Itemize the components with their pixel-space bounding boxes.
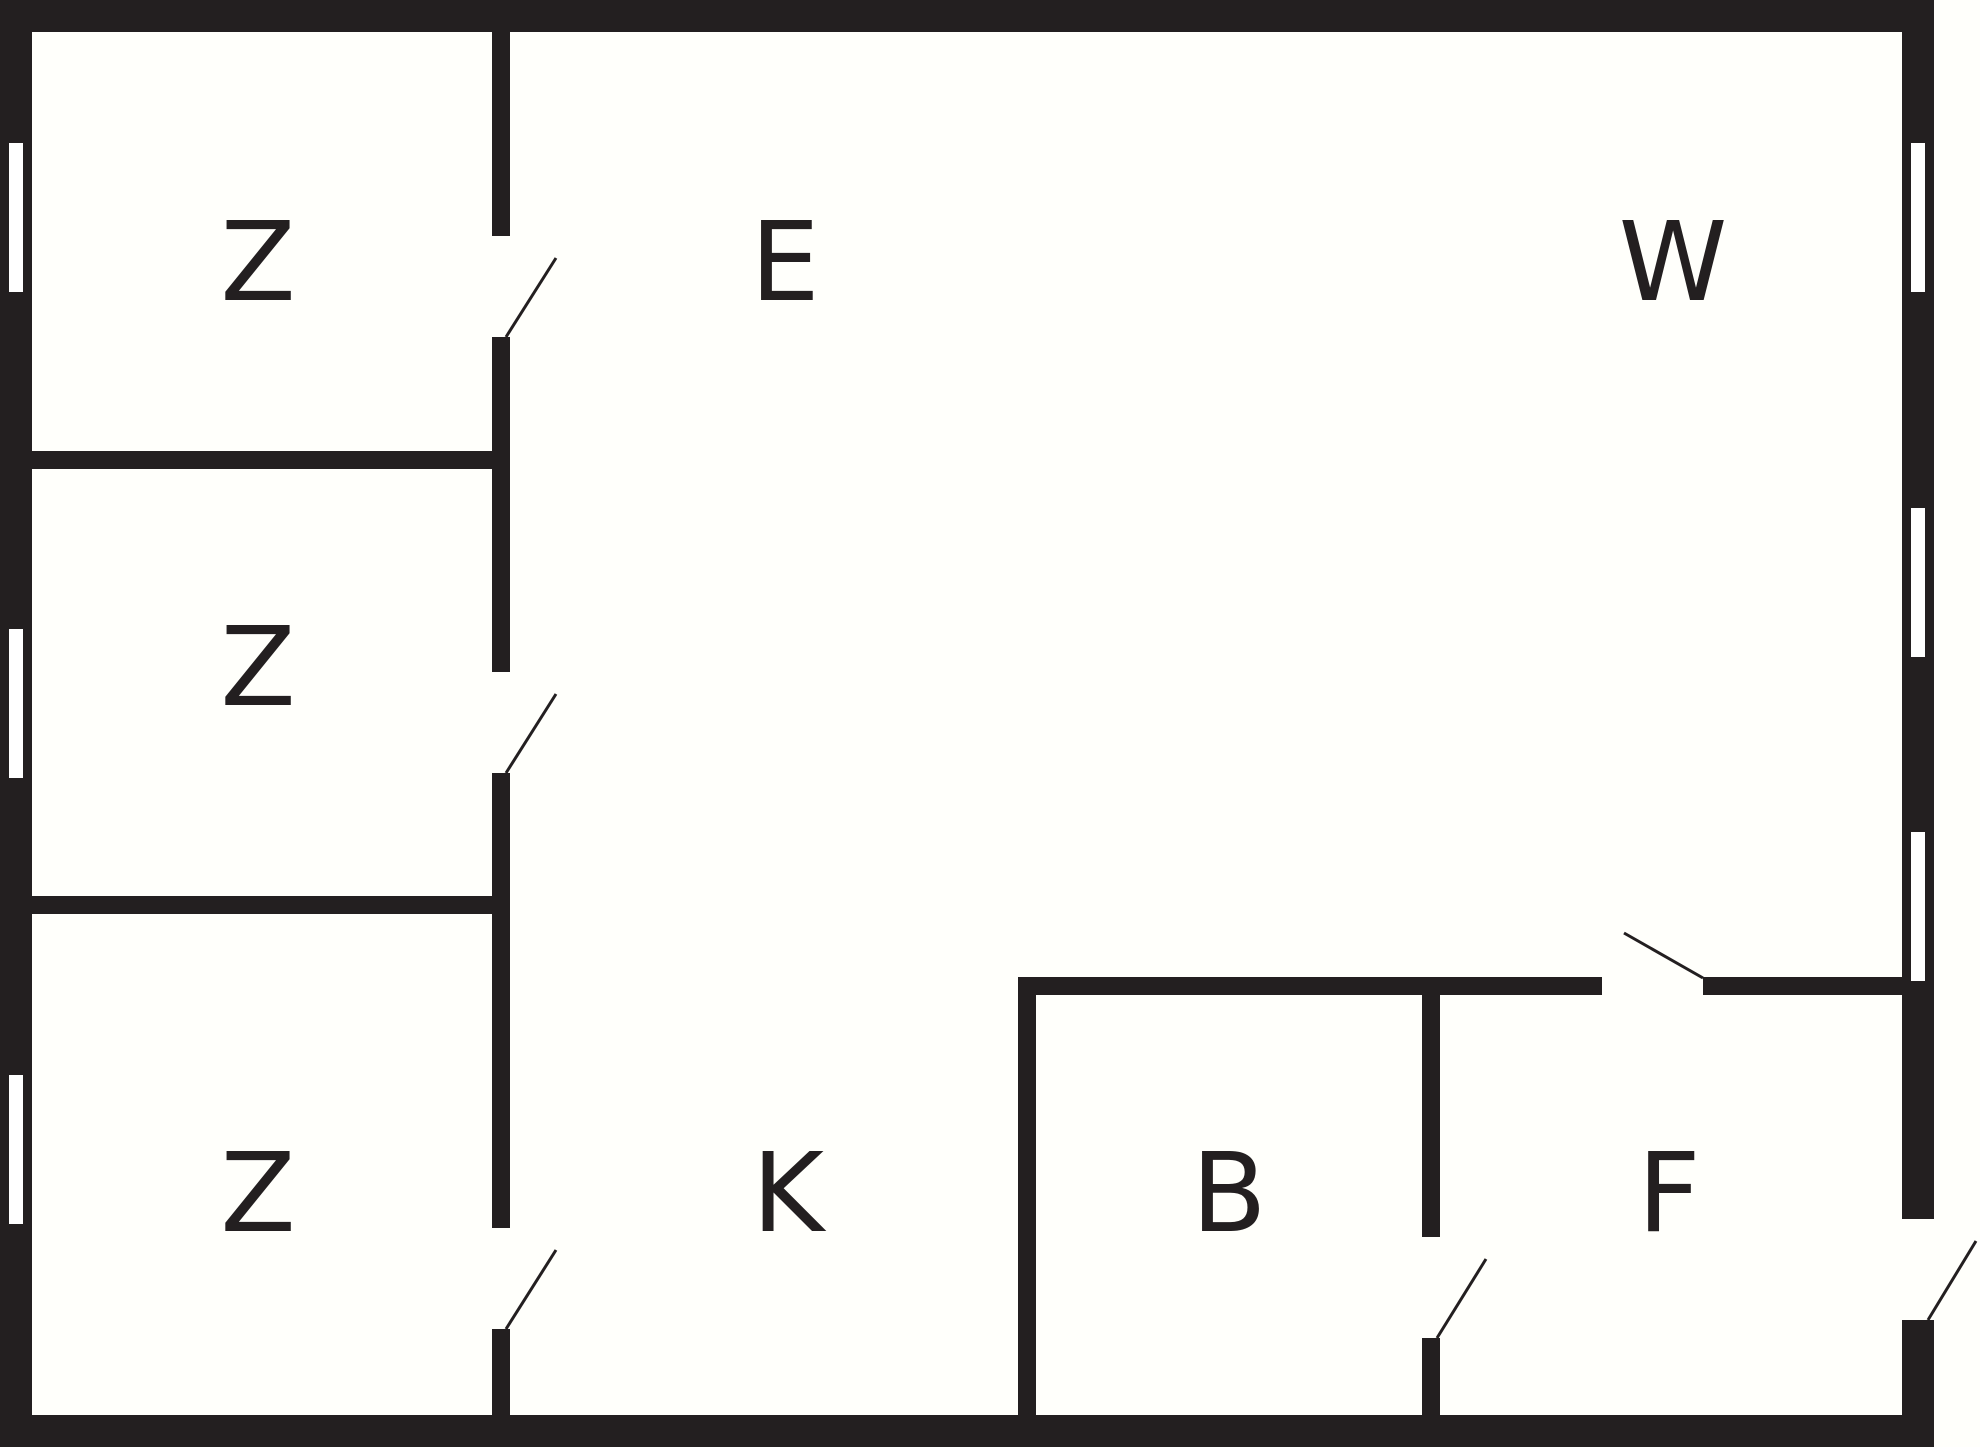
door-opening-z-top bbox=[490, 236, 512, 337]
door-opening-z-bottom bbox=[490, 1228, 512, 1329]
door-opening-bath bbox=[1420, 1237, 1442, 1338]
door-opening-entrance bbox=[1900, 1219, 1936, 1320]
room-label-z-top: Z bbox=[220, 198, 295, 326]
wall-z-middle-bottom bbox=[24, 896, 500, 914]
window-w-middle bbox=[1911, 508, 1925, 657]
window-z-top bbox=[9, 143, 23, 292]
door-swings bbox=[504, 257, 1978, 1339]
door-opening-hall bbox=[1602, 975, 1703, 997]
window-w-lower bbox=[1911, 832, 1925, 981]
windows bbox=[9, 143, 1925, 1224]
window-z-middle bbox=[9, 629, 23, 778]
window-w-upper bbox=[1911, 143, 1925, 292]
door-leaf-bath bbox=[1435, 1258, 1488, 1339]
room-label-e: E bbox=[750, 198, 820, 326]
door-leaf-hall bbox=[1623, 931, 1704, 980]
room-label-w: W bbox=[1619, 198, 1728, 326]
wall-z-top-bottom bbox=[24, 451, 500, 469]
outer-wall-bottom bbox=[0, 1415, 1934, 1447]
outer-wall-top bbox=[0, 0, 1934, 32]
room-label-z-middle: Z bbox=[220, 603, 295, 731]
door-leaf-entrance bbox=[1926, 1240, 1978, 1321]
door-leaf-z-middle bbox=[504, 693, 558, 774]
room-labels: Z Z Z E W K B F bbox=[220, 198, 1727, 1257]
wall-bath-hall-divider bbox=[1422, 987, 1440, 1424]
room-label-b: B bbox=[1191, 1129, 1266, 1257]
door-opening-z-middle bbox=[490, 672, 512, 773]
door-leaf-z-top bbox=[504, 257, 558, 338]
door-openings bbox=[490, 236, 1936, 1338]
room-label-z-bottom: Z bbox=[220, 1129, 295, 1257]
room-label-k: K bbox=[752, 1129, 827, 1257]
door-leaf-z-bottom bbox=[504, 1249, 558, 1330]
room-label-f: F bbox=[1637, 1129, 1700, 1257]
wall-bath-left bbox=[1018, 977, 1036, 1424]
wall-bath-hall-top bbox=[1018, 977, 1910, 995]
window-z-bottom bbox=[9, 1075, 23, 1224]
